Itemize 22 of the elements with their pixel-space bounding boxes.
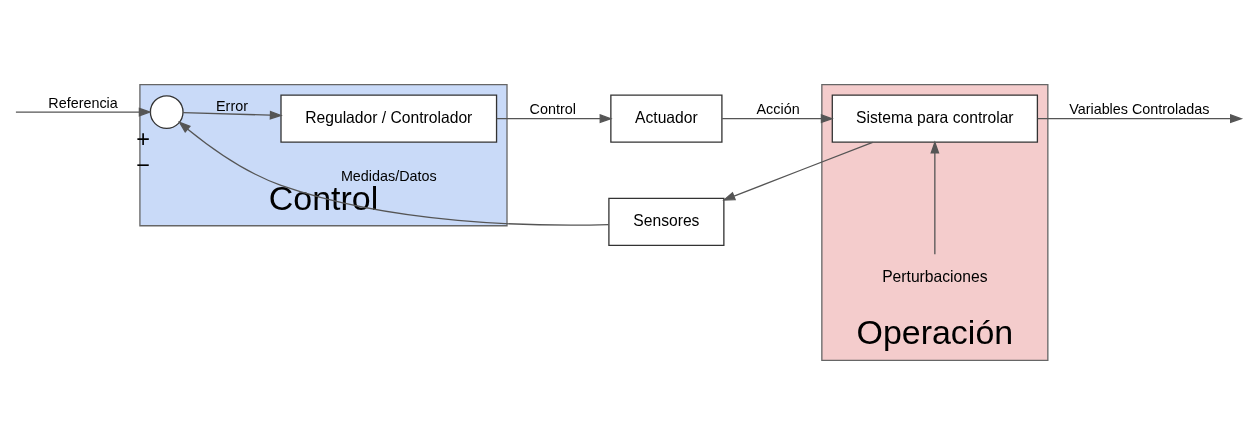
edge-label: Control bbox=[529, 101, 576, 118]
arrow bbox=[496, 114, 613, 124]
edge-label: Medidas/Datos bbox=[340, 168, 437, 185]
edge-label: Referencia bbox=[48, 94, 118, 111]
node-label: + bbox=[136, 126, 151, 153]
arrow bbox=[178, 121, 610, 226]
edge-label: Variables Controladas bbox=[1069, 101, 1210, 118]
edge-label: Error bbox=[216, 97, 248, 114]
arrow bbox=[722, 141, 874, 201]
arrow bbox=[930, 140, 940, 255]
node-box: Regulador / Controlador bbox=[280, 94, 498, 143]
edge-label: Acción bbox=[756, 101, 800, 118]
node-circle bbox=[149, 95, 184, 130]
node-label: − bbox=[136, 152, 151, 179]
node-box: Sensores bbox=[608, 197, 725, 246]
arrow bbox=[182, 110, 283, 120]
arrow bbox=[721, 114, 834, 124]
node-box: Actuador bbox=[610, 94, 723, 143]
arrow bbox=[15, 107, 152, 117]
arrow bbox=[1037, 114, 1244, 124]
node-box: Sistema para controlar bbox=[831, 94, 1039, 143]
node-text: Perturbaciones bbox=[882, 268, 988, 286]
